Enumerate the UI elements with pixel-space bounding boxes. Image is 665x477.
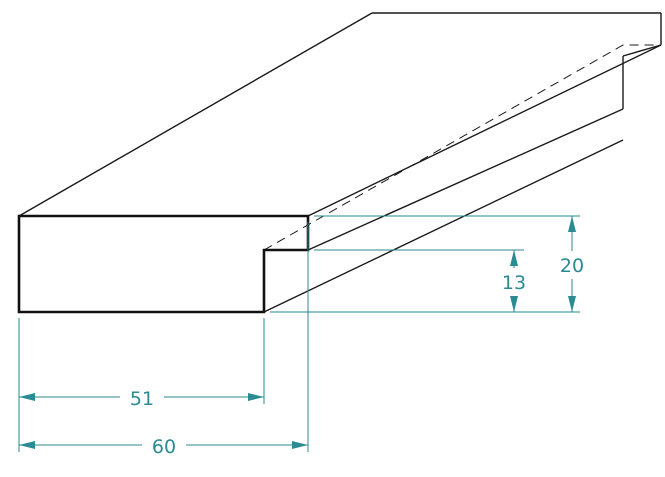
dimension-label-13: 13 [502,272,526,294]
arrow-51-right [248,393,264,401]
arrow-51-left [19,393,35,401]
arrow-60-left [19,441,35,449]
dimension-51: 51 [19,388,264,410]
arrow-60-right [292,441,308,449]
step-receding-edge [307,108,624,251]
front-profile [17,214,310,314]
back-step-horizontal-edge [622,44,662,57]
arrow-13-top [510,250,518,266]
bottom-right-receding-edge [263,139,624,313]
arrow-20-top [568,216,576,232]
dimension-label-20: 20 [560,255,584,277]
dimension-20: 20 [560,216,584,312]
arrow-20-bottom [568,296,576,312]
top-right-receding-edge [307,44,662,217]
dimension-label-60: 60 [152,436,176,458]
dimension-13: 13 [502,250,526,312]
dimension-label-51: 51 [130,388,154,410]
dimensions: 51 60 13 20 [18,215,584,458]
arrow-13-bottom [510,296,518,312]
body-outline [18,12,662,313]
top-left-receding-edge [18,12,373,217]
hidden-edge [263,44,661,251]
dimension-60: 60 [19,436,308,458]
